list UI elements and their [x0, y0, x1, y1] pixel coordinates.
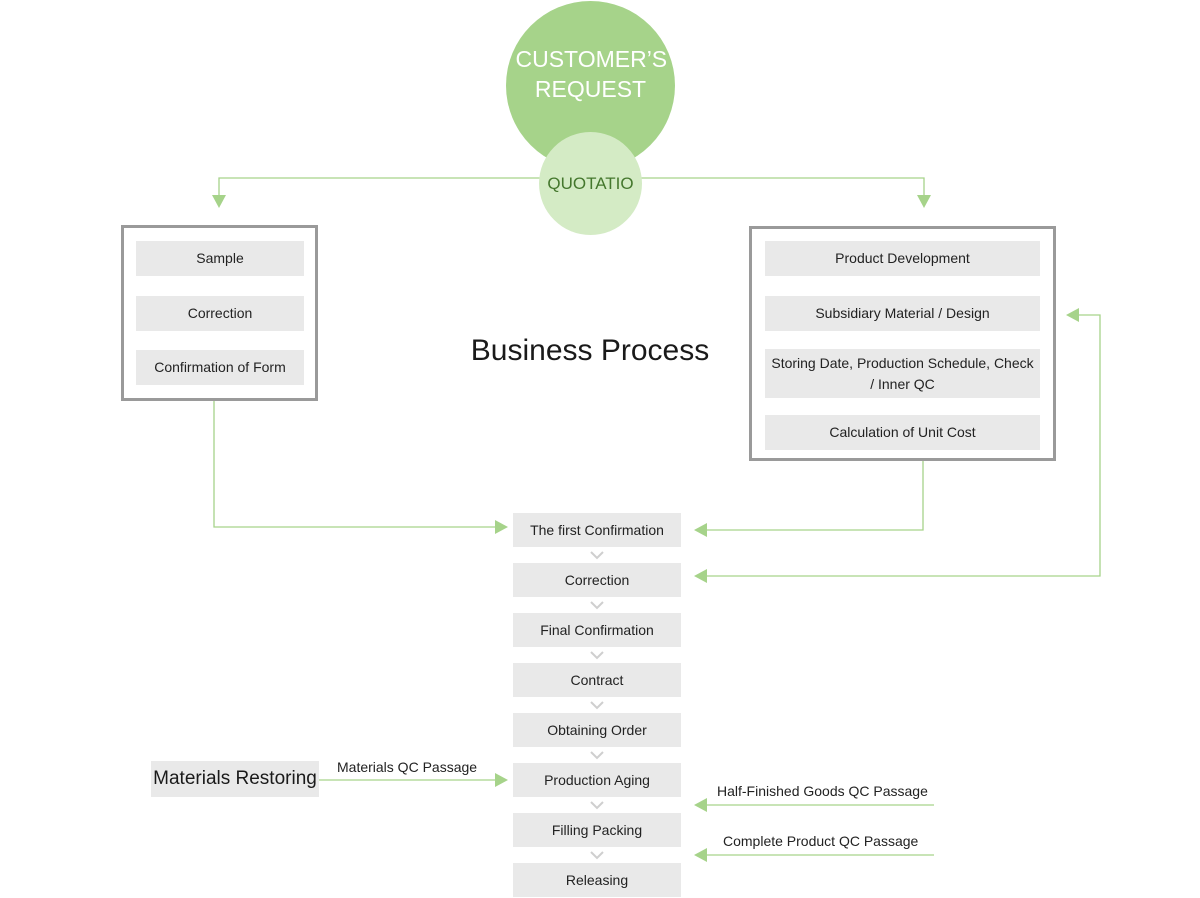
correction-loop-connector	[706, 314, 1101, 577]
left-group-connector	[213, 401, 495, 528]
arrow-head-production-aging	[495, 773, 508, 787]
customer-request-label: CUSTOMER’S REQUEST	[515, 45, 668, 102]
quotation-label: QUOTATIO	[547, 173, 634, 193]
flow-step-production-aging: Production Aging	[513, 763, 681, 797]
right-step-product-development: Product Development	[765, 241, 1040, 276]
quotation-left-connector	[218, 177, 540, 196]
arrow-head-correction	[694, 569, 707, 583]
arrow-head-subsidiary-material	[1066, 308, 1079, 322]
chevron-down-icon	[590, 551, 604, 560]
materials-restoring-box: Materials Restoring	[151, 761, 319, 797]
half-finished-qc-label: Half-Finished Goods QC Passage	[717, 783, 928, 799]
chevron-down-icon	[590, 851, 604, 860]
chevron-down-icon	[590, 701, 604, 710]
left-step-sample: Sample	[136, 241, 304, 276]
right-step-storing-date: Storing Date, Production Schedule, Check…	[765, 349, 1040, 398]
diagram-title: Business Process	[470, 334, 710, 367]
left-step-confirmation-of-form: Confirmation of Form	[136, 350, 304, 385]
flow-step-filling-packing: Filling Packing	[513, 813, 681, 847]
flow-step-first-confirmation: The first Confirmation	[513, 513, 681, 547]
left-step-correction: Correction	[136, 296, 304, 331]
chevron-down-icon	[590, 651, 604, 660]
right-step-subsidiary-material: Subsidiary Material / Design	[765, 296, 1040, 331]
chevron-down-icon	[590, 601, 604, 610]
arrow-head-left-group	[212, 195, 226, 208]
materials-qc-label: Materials QC Passage	[337, 759, 478, 775]
quotation-circle: QUOTATIO	[539, 132, 642, 235]
arrow-head-first-confirmation-from-right	[694, 523, 707, 537]
arrow-head-first-confirmation-from-left	[495, 520, 508, 534]
arrow-head-half-finished	[694, 798, 707, 812]
complete-product-qc-label: Complete Product QC Passage	[723, 833, 919, 849]
arrow-head-right-group	[917, 195, 931, 208]
chevron-down-icon	[590, 801, 604, 810]
arrow-head-complete-product	[694, 848, 707, 862]
chevron-down-icon	[590, 751, 604, 760]
right-group-connector	[706, 461, 924, 531]
flow-step-correction: Correction	[513, 563, 681, 597]
flow-step-releasing: Releasing	[513, 863, 681, 897]
flow-step-contract: Contract	[513, 663, 681, 697]
quotation-right-connector	[640, 177, 925, 196]
flow-step-final-confirmation: Final Confirmation	[513, 613, 681, 647]
flow-step-obtaining-order: Obtaining Order	[513, 713, 681, 747]
right-step-unit-cost: Calculation of Unit Cost	[765, 415, 1040, 450]
